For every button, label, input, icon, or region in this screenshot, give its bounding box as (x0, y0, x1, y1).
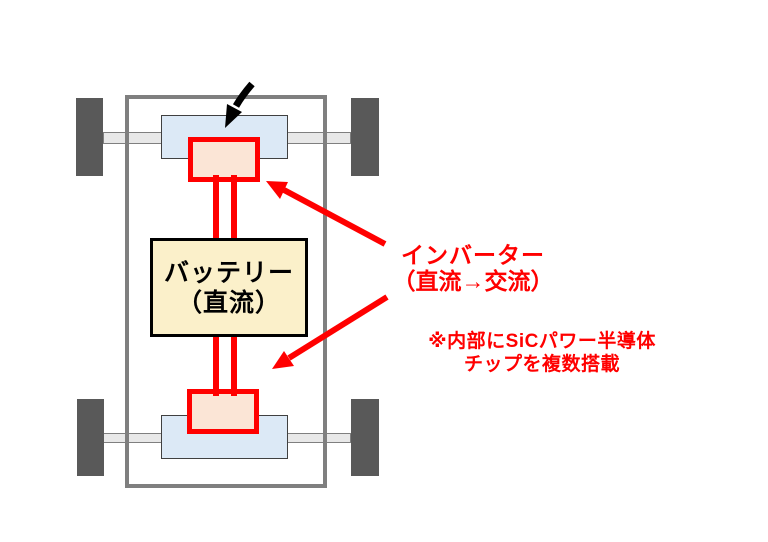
front-inverter (188, 137, 260, 182)
inverter-callout-line2: （直流→交流） (392, 268, 554, 294)
wheel-front-right (351, 98, 379, 176)
rear-inverter (187, 389, 259, 434)
wheel-rear-right (351, 399, 379, 476)
battery-box: バッテリー （直流） (150, 238, 308, 337)
wheel-front-left (76, 98, 103, 176)
sic-note-label: ※内部にSiCパワー半導体 チップを複数搭載 (398, 330, 686, 376)
wheel-rear-left (77, 399, 104, 476)
dc-line-front-right (231, 175, 237, 239)
inverter-callout-label: インバーター （直流→交流） (383, 242, 563, 295)
sic-note-line1: ※内部にSiCパワー半導体 (428, 331, 656, 352)
battery-label-line2: （直流） (176, 288, 281, 317)
battery-label-line1: バッテリー (163, 258, 294, 287)
inverter-callout-line1: インバーター (401, 242, 545, 268)
dc-line-rear-left (213, 335, 219, 396)
sic-note-line2: チップを複数搭載 (463, 354, 620, 375)
dc-line-front-left (213, 175, 219, 239)
chassis-outline (125, 95, 327, 488)
dc-line-rear-right (231, 335, 237, 396)
